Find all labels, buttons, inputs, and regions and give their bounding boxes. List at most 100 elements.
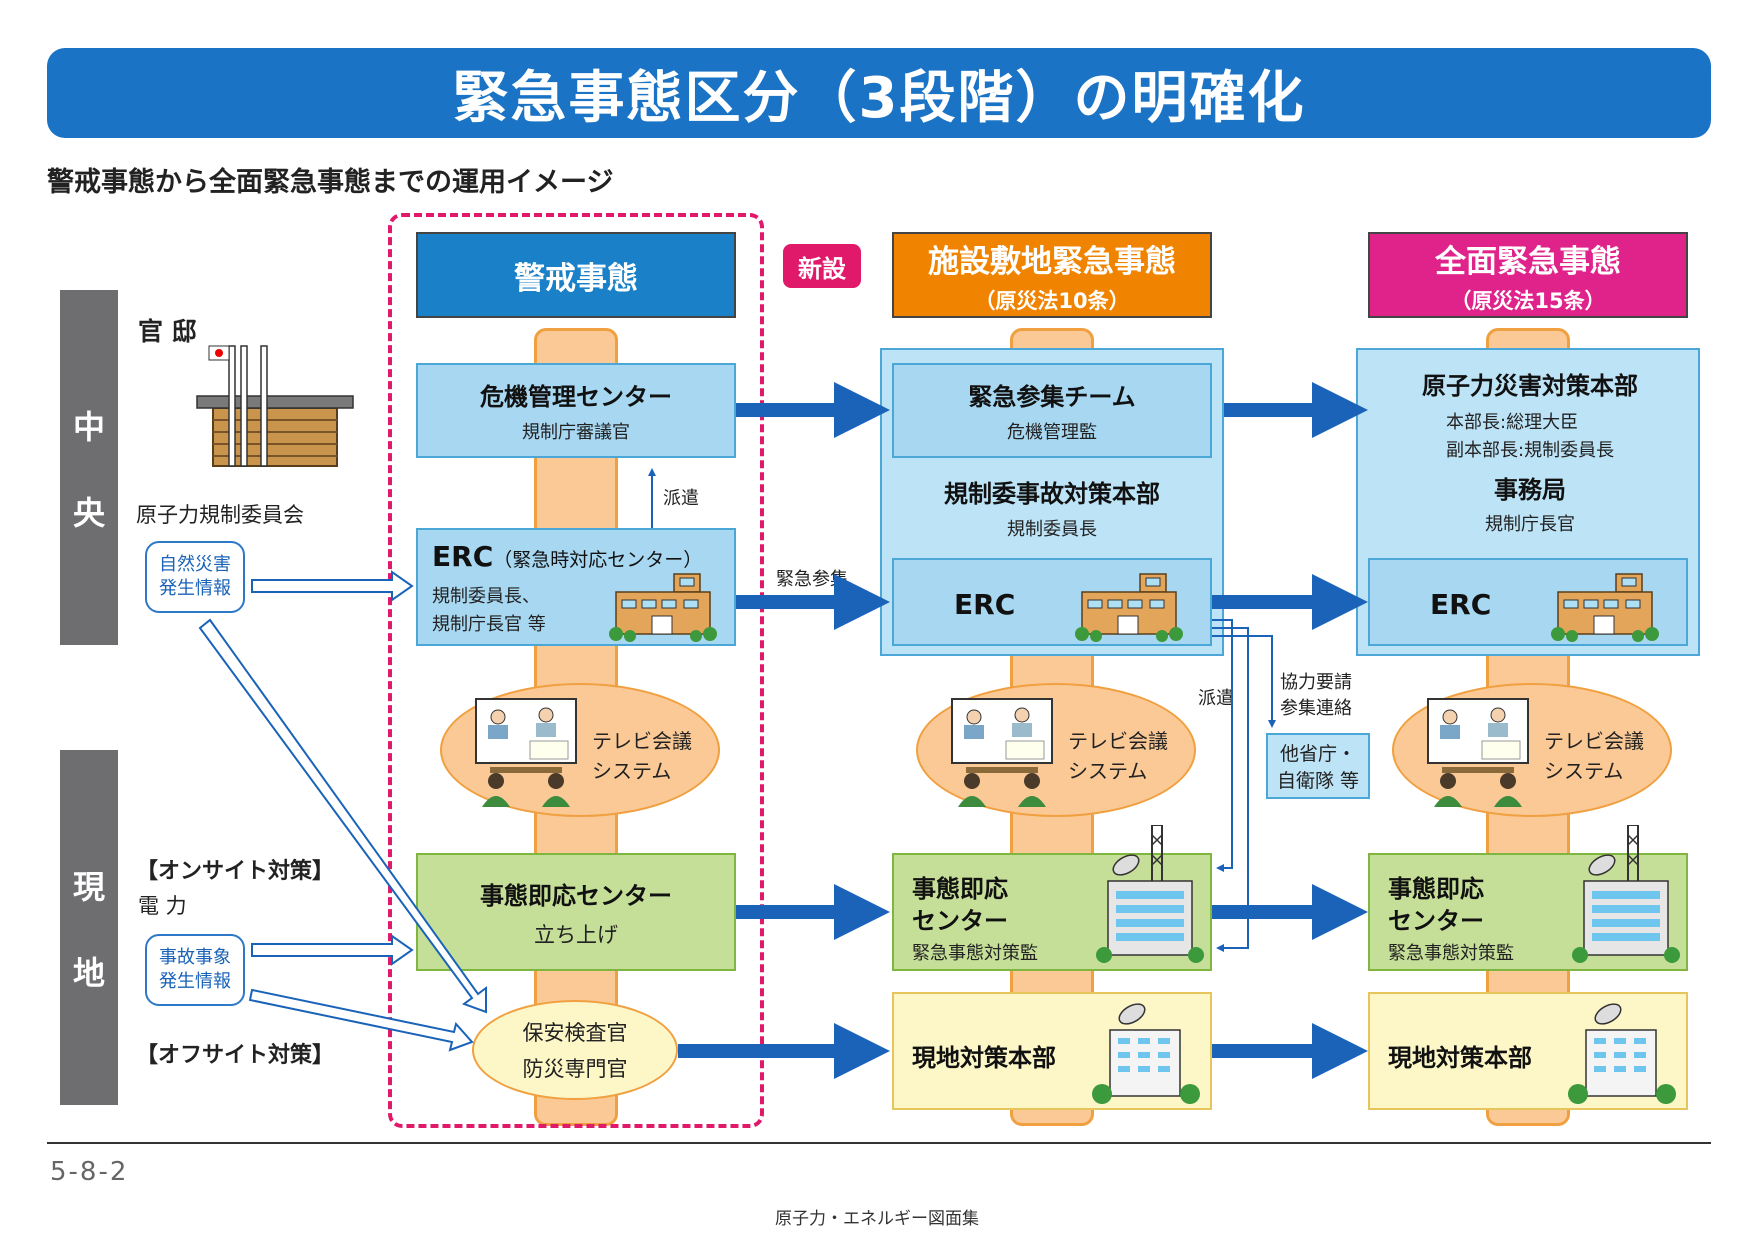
local-hq-col3-title: 現地対策本部 xyxy=(1388,1044,1532,1072)
side-central-char-2: 央 xyxy=(72,493,105,532)
inspector-ellipse: 保安検査官 防災専門官 xyxy=(472,1000,678,1100)
tv-conference-icon xyxy=(951,698,1053,807)
tv-label-col2-line-1: テレビ会議 xyxy=(1068,729,1168,753)
other-agencies-line-1: 他省庁・ xyxy=(1279,743,1356,765)
side-field: 現 地 xyxy=(60,750,118,1105)
hollow-arrow-diagonal xyxy=(198,618,487,1014)
crisis-center-title: 危機管理センター xyxy=(480,383,672,411)
accident-line-2: 発生情報 xyxy=(159,971,231,992)
arrow-dispatch-down-1 xyxy=(1212,619,1233,872)
new-badge: 新設 xyxy=(783,244,861,288)
phase-site-area-title: 施設敷地緊急事態 xyxy=(928,243,1176,280)
response-center-col2: 事態即応 センター 緊急事態対策監 xyxy=(892,825,1212,971)
response-center-col3-title-1: 事態即応 xyxy=(1388,875,1484,903)
disaster-hq-line-1: 本部長:総理大臣 xyxy=(1446,412,1579,433)
erc-box-col1: ERC（緊急時対応センター） 規制委員長、 規制庁長官 等 xyxy=(416,528,736,646)
power-label: 電 力 xyxy=(138,894,187,918)
response-center-col3: 事態即応 センター 緊急事態対策監 xyxy=(1368,825,1688,971)
phase-general-title: 全面緊急事態 xyxy=(1435,243,1621,280)
page-number: 5-8-2 xyxy=(50,1157,129,1187)
erc-building-icon xyxy=(1075,573,1183,642)
emergency-team-title: 緊急参集チーム xyxy=(968,383,1136,411)
local-hq-building-icon xyxy=(1568,1003,1676,1104)
kantei-label: 官 邸 xyxy=(138,317,197,346)
offsite-label: 【オフサイト対策】 xyxy=(136,1043,335,1068)
emergency-gather-label: 緊急参集 xyxy=(776,569,848,590)
crisis-center-box: 危機管理センター 規制庁審議官 xyxy=(416,363,736,458)
natural-disaster-line-2: 発生情報 xyxy=(159,578,231,599)
secretariat-title: 事務局 xyxy=(1494,476,1566,504)
inspector-line-2: 防災専門官 xyxy=(522,1057,628,1081)
erc-building-icon xyxy=(609,573,717,642)
local-hq-col3: 現地対策本部 xyxy=(1368,992,1688,1110)
disaster-hq-line-2: 副本部長:規制委員長 xyxy=(1446,440,1615,461)
response-center-col2-sub: 緊急事態対策監 xyxy=(912,943,1038,964)
arrow-cooperation xyxy=(1212,635,1276,728)
side-field-char-1: 現 xyxy=(72,867,105,906)
side-central-char-1: 中 xyxy=(72,407,105,446)
local-hq-building-icon xyxy=(1092,1003,1200,1104)
response-building-icon xyxy=(1572,825,1680,963)
erc-line-2: 規制庁長官 等 xyxy=(432,614,546,635)
tv-label-col3-line-2: システム xyxy=(1544,759,1624,783)
tv-conference-col3: テレビ会議 システム xyxy=(1392,683,1672,817)
erc-col3-title: ERC xyxy=(1430,588,1492,621)
phase-alert-title: 警戒事態 xyxy=(514,260,638,297)
erc-title: ERC xyxy=(432,540,494,573)
phase-general-header: 全面緊急事態 （原災法15条） xyxy=(1368,232,1688,318)
kantei-building-icon xyxy=(196,345,354,467)
footer-source: 原子力・エネルギー図面集 xyxy=(775,1209,979,1229)
other-agencies-line-2: 自衛隊 等 xyxy=(1276,770,1360,792)
local-hq-col2: 現地対策本部 xyxy=(892,992,1212,1110)
nra-label: 原子力規制委員会 xyxy=(136,503,304,527)
local-hq-col2-title: 現地対策本部 xyxy=(912,1044,1056,1072)
response-center-col2-title-1: 事態即応 xyxy=(912,875,1008,903)
thick-arrows xyxy=(678,382,1368,1079)
onsite-label: 【オンサイト対策】 xyxy=(136,859,335,884)
other-agencies-box: 他省庁・ 自衛隊 等 xyxy=(1266,733,1370,799)
erc-title-row: ERC（緊急時対応センター） xyxy=(432,540,702,573)
footer-divider xyxy=(47,1142,1711,1144)
col2-dispatch-label: 派遣 xyxy=(1198,688,1234,709)
erc-title-paren: （緊急時対応センター） xyxy=(493,549,703,571)
cooperation-line-2: 参集連絡 xyxy=(1280,698,1352,719)
hollow-arrow-offsite xyxy=(248,988,474,1052)
side-field-char-2: 地 xyxy=(72,953,105,992)
phase-site-area-sub: （原災法10条） xyxy=(974,288,1130,313)
subtitle: 警戒事態から全面緊急事態までの運用イメージ xyxy=(47,167,614,198)
emergency-team-sub: 危機管理監 xyxy=(1007,422,1097,443)
tv-conference-icon xyxy=(475,698,577,807)
response-center-col3-title-2: センター xyxy=(1388,907,1484,935)
inspector-line-1: 保安検査官 xyxy=(522,1021,628,1045)
erc-building-icon xyxy=(1551,573,1659,642)
tv-label-col1-line-2: システム xyxy=(592,759,672,783)
nra-hq-label: 規制委事故対策本部 規制委員長 xyxy=(892,474,1212,540)
hollow-arrows xyxy=(198,570,487,1052)
page-title: 緊急事態区分（3段階）の明確化 xyxy=(47,48,1711,138)
accident-line-1: 事故事象 xyxy=(159,946,231,968)
tv-label-col2-line-2: システム xyxy=(1068,759,1148,783)
side-central: 中 央 xyxy=(60,290,118,645)
response-center-col2-title-2: センター xyxy=(912,907,1008,935)
crisis-center-sub: 規制庁審議官 xyxy=(522,422,630,443)
phase-site-area-header: 施設敷地緊急事態 （原災法10条） xyxy=(892,232,1212,318)
accident-bubble: 事故事象 発生情報 xyxy=(145,934,245,1006)
response-center-col3-sub: 緊急事態対策監 xyxy=(1388,943,1514,964)
secretariat-sub: 規制庁長官 xyxy=(1485,514,1575,535)
response-center-col1-title: 事態即応センター xyxy=(480,881,672,910)
nra-hq-title: 規制委事故対策本部 xyxy=(944,479,1160,508)
tv-label-col3-line-1: テレビ会議 xyxy=(1544,729,1644,753)
phase-general-sub: （原災法15条） xyxy=(1450,288,1606,313)
response-center-col1-sub: 立ち上げ xyxy=(534,922,618,947)
natural-disaster-line-1: 自然災害 xyxy=(159,553,231,575)
new-alert-region xyxy=(388,213,764,1128)
tv-conference-col1: テレビ会議 システム xyxy=(440,683,720,817)
erc-col2-title: ERC xyxy=(954,588,1016,621)
tv-label-col1-line-1: テレビ会議 xyxy=(592,729,692,753)
arrow-dispatch-down-2 xyxy=(1212,627,1249,952)
erc-line-1: 規制委員長、 xyxy=(432,586,540,607)
hollow-arrow-natural xyxy=(251,570,414,602)
col1-dispatch-label: 派遣 xyxy=(663,488,699,509)
phase-alert-header: 警戒事態 xyxy=(416,232,736,318)
tv-conference-icon xyxy=(1427,698,1529,807)
